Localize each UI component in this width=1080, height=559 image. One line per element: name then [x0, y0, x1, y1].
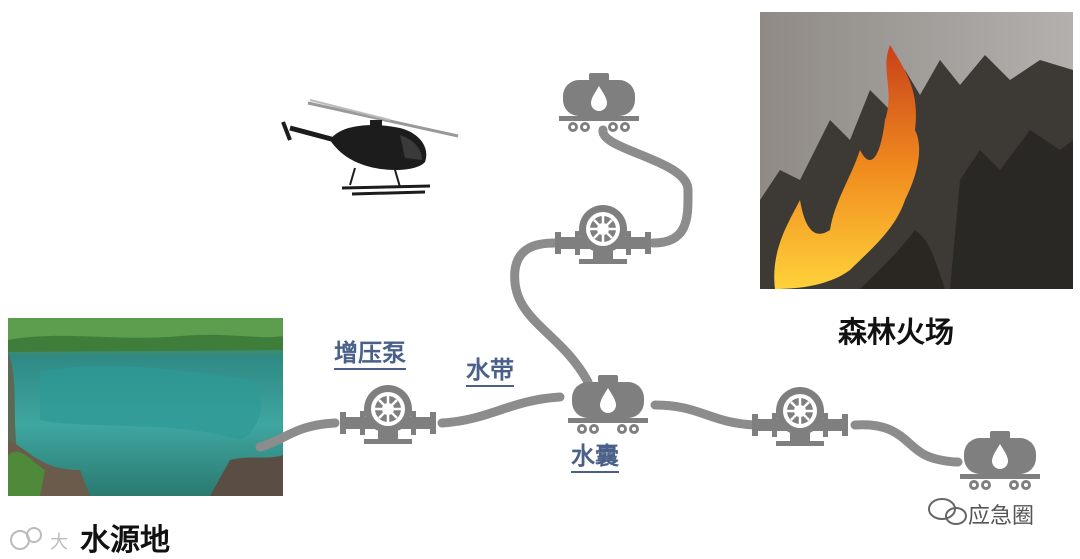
hose-bladder-to-pump-right: [655, 405, 755, 425]
water-source-label: 水源地: [80, 515, 170, 559]
forest-fire-photo: [760, 12, 1073, 289]
watermark-brand-right: 应急圈: [968, 498, 1034, 530]
hose-label: 水带: [466, 357, 514, 387]
pump-right-icon: [752, 387, 848, 446]
forest-fire-label: 森林火场: [838, 309, 954, 351]
booster-pump-label: 增压泵: [334, 340, 406, 370]
watermark-chat-icon: [929, 499, 966, 524]
water-bladder-icon: [568, 375, 648, 434]
water-source-photo: [8, 318, 283, 496]
watermark-left-icon: [11, 528, 41, 549]
pump-upper-icon: [555, 205, 651, 264]
water-tank-top-icon: [559, 73, 639, 132]
watermark-brand-left: 大: [50, 528, 68, 554]
hose-bladder-to-pump-upper: [515, 243, 588, 382]
helicopter-icon: [283, 100, 458, 194]
water-bladder-label: 水囊: [571, 443, 619, 473]
hose-pump-to-bladder: [442, 397, 560, 423]
hose-pump-right-to-tank: [855, 425, 958, 462]
booster-pump-icon: [340, 385, 436, 444]
water-tank-right-icon: [960, 431, 1040, 490]
